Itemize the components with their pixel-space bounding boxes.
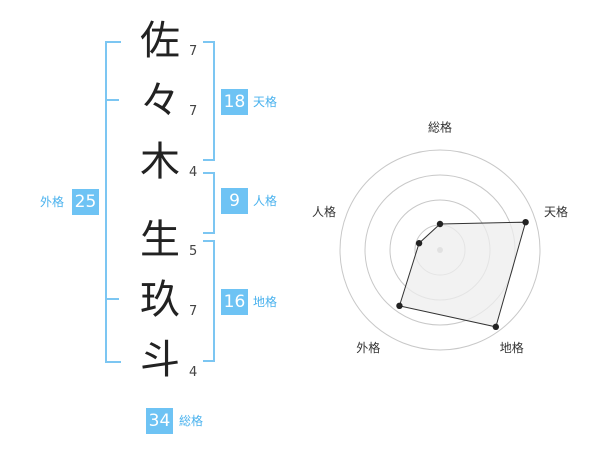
radar-axis-label-4: 外格 (356, 340, 380, 355)
jinkaku-value: 9 (221, 188, 248, 214)
stroke-count-2: 7 (189, 104, 198, 119)
stroke-count-1: 7 (189, 44, 198, 59)
name-char-1: 佐 (140, 18, 180, 64)
chikaku-value: 16 (221, 289, 248, 315)
chikaku-bracket (203, 240, 215, 362)
name-char-2: 々 (140, 78, 180, 124)
radar-point-4 (396, 302, 403, 310)
chikaku-label: 地格 (253, 295, 278, 309)
radar-point-2 (522, 218, 529, 226)
name-char-4: 生 (140, 217, 180, 263)
stroke-count-5: 7 (189, 304, 198, 319)
radar-ring-4 (339, 149, 541, 351)
radar-area (398, 221, 527, 328)
radar-point-1 (436, 220, 444, 228)
radar-point-3 (492, 323, 500, 331)
gaikaku-bracket (105, 41, 121, 363)
jinkaku-label: 人格 (253, 194, 278, 208)
tenkaku-value: 18 (221, 89, 248, 115)
name-char-6: 斗 (140, 337, 180, 383)
soukaku-label: 総格 (179, 414, 204, 428)
jinkaku-bracket (203, 172, 215, 234)
soukaku-value: 34 (146, 408, 173, 434)
radar-axis-label-3: 地格 (500, 340, 524, 355)
stroke-count-6: 4 (189, 365, 198, 380)
gaikaku-value: 25 (72, 189, 99, 215)
radar-point-5 (415, 240, 423, 247)
gaikaku-tick-2 (105, 298, 119, 300)
name-char-3: 木 (140, 139, 180, 185)
stroke-count-3: 4 (189, 165, 198, 180)
gaikaku-label: 外格 (40, 195, 65, 209)
radar-axis-label-2: 天格 (544, 204, 568, 219)
tenkaku-bracket (203, 41, 215, 161)
radar-axis-label-5: 人格 (312, 204, 336, 219)
gaikaku-tick-1 (105, 99, 119, 101)
radar-axis-label-1: 総格 (428, 120, 452, 135)
name-char-5: 玖 (140, 277, 180, 323)
stroke-count-4: 5 (189, 244, 198, 259)
tenkaku-label: 天格 (253, 95, 278, 109)
